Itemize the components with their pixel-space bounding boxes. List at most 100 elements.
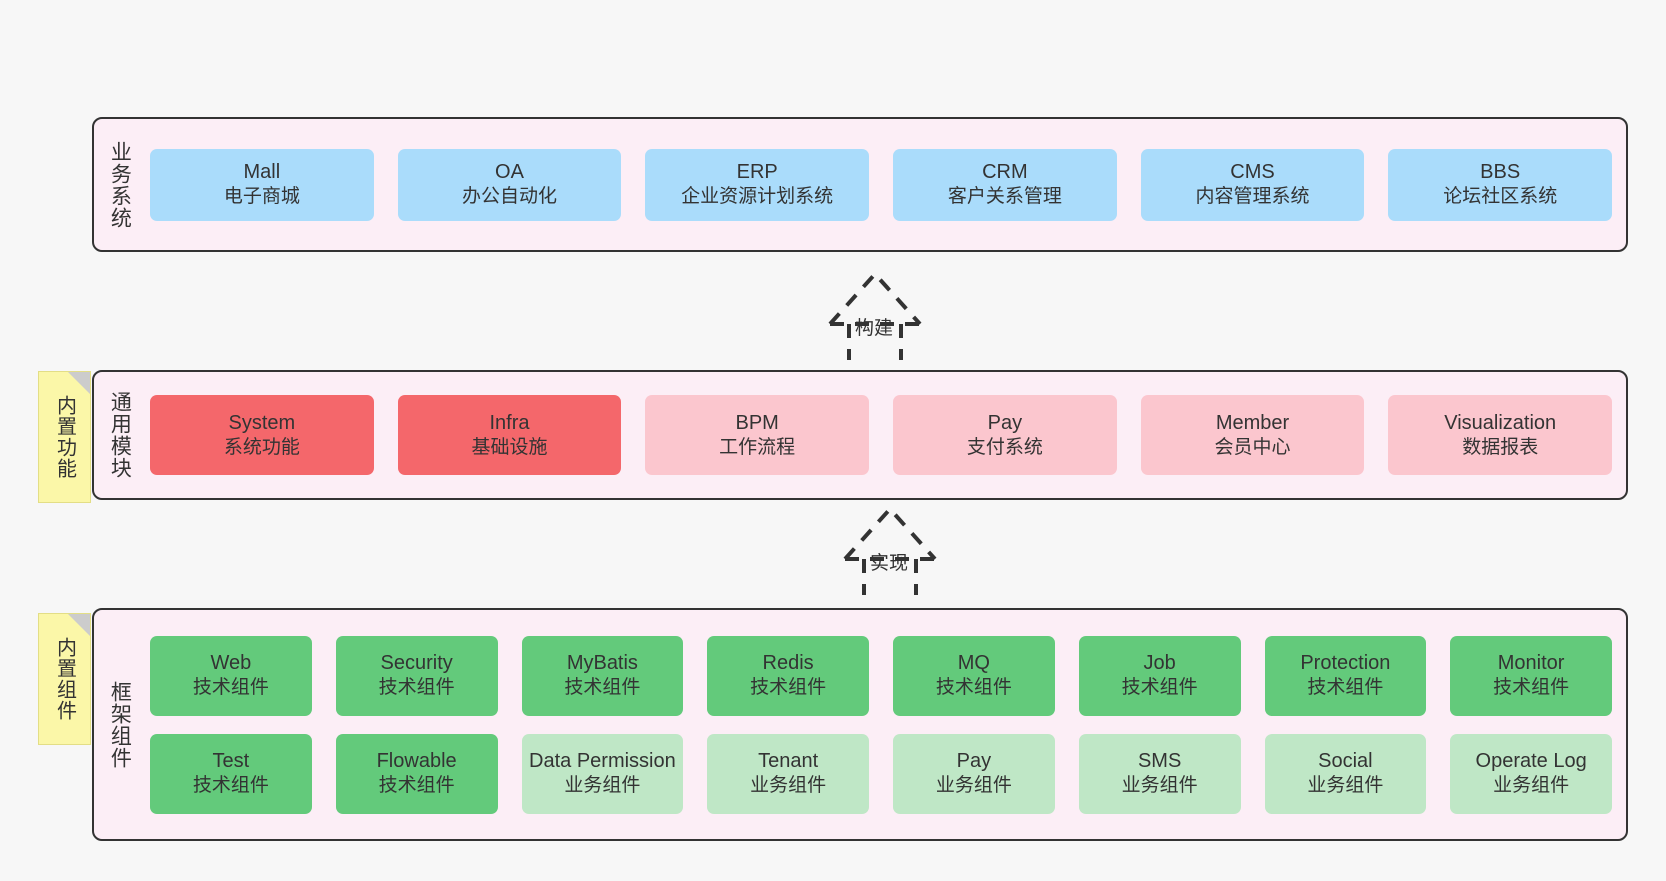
implement-arrowhead: [843, 506, 937, 561]
node-visualization[interactable]: Visualization 数据报表: [1388, 395, 1613, 475]
node-redis[interactable]: Redis 技术组件: [707, 635, 869, 716]
node-subtitle: 电子商城: [223, 186, 300, 208]
connector-build: 构建: [800, 268, 950, 360]
node-mybatis[interactable]: MyBatis 技术组件: [521, 635, 684, 716]
node-title: Pay: [987, 411, 1023, 434]
node-title: Data Permission: [529, 750, 676, 773]
layer-title-framework-component: 框架组件: [108, 680, 132, 769]
node-operate-log[interactable]: Operate Log 业务组件: [1450, 733, 1612, 814]
node-title: Job: [1143, 652, 1176, 675]
node-bpm[interactable]: BPM 工作流程: [645, 395, 870, 475]
node-subtitle: 办公自动化: [462, 186, 558, 208]
node-title: Monitor: [1497, 652, 1565, 675]
node-subtitle: 会员中心: [1214, 436, 1291, 458]
node-subtitle: 技术组件: [192, 775, 269, 797]
node-title: CRM: [982, 161, 1028, 184]
node-subtitle: 内容管理系统: [1195, 186, 1310, 208]
node-subtitle: 技术组件: [1493, 677, 1570, 699]
node-mq[interactable]: MQ 技术组件: [893, 635, 1055, 716]
node-subtitle: 业务组件: [935, 775, 1012, 797]
node-title: OA: [495, 161, 524, 184]
node-flowable[interactable]: Flowable 技术组件: [335, 733, 498, 814]
node-title: Tenant: [758, 750, 819, 773]
node-subtitle: 技术组件: [564, 677, 641, 699]
layer-title-common-module: 通用模块: [108, 391, 132, 479]
node-sms[interactable]: SMS 业务组件: [1078, 733, 1241, 814]
node-pay-component[interactable]: Pay 业务组件: [893, 733, 1055, 814]
node-title: BBS: [1480, 161, 1521, 184]
node-subtitle: 基础设施: [471, 436, 548, 458]
node-subtitle: 系统功能: [223, 436, 300, 458]
node-title: BPM: [735, 411, 779, 434]
note-fold-icon: [68, 372, 90, 394]
node-job[interactable]: Job 技术组件: [1078, 635, 1241, 716]
node-title: MyBatis: [566, 652, 638, 675]
node-title: Web: [210, 652, 252, 675]
node-system[interactable]: System 系统功能: [150, 395, 374, 475]
note-label: 内置功能: [53, 395, 76, 479]
node-title: Redis: [762, 652, 814, 675]
node-title: System: [228, 411, 296, 434]
node-row: Test 技术组件 Flowable 技术组件 Data Permission …: [150, 733, 1612, 814]
node-infra[interactable]: Infra 基础设施: [397, 395, 622, 475]
layer-title-business-system: 业务系统: [108, 140, 132, 229]
node-title: CMS: [1230, 161, 1275, 184]
note-fold-icon: [68, 614, 90, 636]
node-title: Protection: [1300, 652, 1391, 675]
node-test[interactable]: Test 技术组件: [150, 733, 312, 814]
node-subtitle: 业务组件: [1493, 775, 1570, 797]
node-subtitle: 技术组件: [378, 775, 455, 797]
node-title: Visualization: [1444, 411, 1557, 434]
node-erp[interactable]: ERP 企业资源计划系统: [645, 148, 870, 221]
node-security[interactable]: Security 技术组件: [335, 635, 498, 716]
node-subtitle: 技术组件: [935, 677, 1012, 699]
node-subtitle: 业务组件: [564, 775, 641, 797]
node-subtitle: 业务组件: [1307, 775, 1384, 797]
connector-implement: 实现: [815, 503, 965, 595]
node-subtitle: 技术组件: [1121, 677, 1198, 699]
node-title: Member: [1215, 411, 1290, 434]
node-subtitle: 技术组件: [750, 677, 827, 699]
node-title: MQ: [957, 652, 990, 675]
node-subtitle: 技术组件: [192, 677, 269, 699]
node-oa[interactable]: OA 办公自动化: [397, 148, 622, 221]
note-label: 内置组件: [53, 637, 76, 721]
note-builtin-function: 内置功能: [38, 371, 91, 503]
node-title: Infra: [489, 411, 530, 434]
node-monitor[interactable]: Monitor 技术组件: [1450, 635, 1612, 716]
node-subtitle: 技术组件: [1307, 677, 1384, 699]
node-tenant[interactable]: Tenant 业务组件: [707, 733, 869, 814]
node-title: Pay: [956, 750, 992, 773]
node-mall[interactable]: Mall 电子商城: [150, 148, 374, 221]
node-title: Mall: [243, 161, 281, 184]
node-cms[interactable]: CMS 内容管理系统: [1140, 148, 1365, 221]
node-subtitle: 数据报表: [1462, 436, 1539, 458]
layer-body-common-module: System 系统功能 Infra 基础设施 BPM 工作流程 Pay 支付系统…: [144, 372, 1626, 498]
node-title: Operate Log: [1475, 750, 1587, 773]
node-protection[interactable]: Protection 技术组件: [1264, 635, 1427, 716]
node-crm[interactable]: CRM 客户关系管理: [893, 148, 1117, 221]
node-subtitle: 业务组件: [750, 775, 827, 797]
node-member[interactable]: Member 会员中心: [1140, 395, 1365, 475]
node-row: System 系统功能 Infra 基础设施 BPM 工作流程 Pay 支付系统…: [150, 395, 1613, 475]
node-pay[interactable]: Pay 支付系统: [893, 395, 1117, 475]
node-subtitle: 技术组件: [378, 677, 455, 699]
node-data-permission[interactable]: Data Permission 业务组件: [521, 733, 684, 814]
connector-build-label: 构建: [855, 318, 894, 339]
layer-body-business-system: Mall 电子商城 OA 办公自动化 ERP 企业资源计划系统 CRM 客户关系…: [144, 119, 1626, 250]
node-title: SMS: [1137, 750, 1182, 773]
node-social[interactable]: Social 业务组件: [1264, 733, 1427, 814]
node-subtitle: 客户关系管理: [947, 186, 1062, 208]
node-subtitle: 支付系统: [966, 436, 1043, 458]
layer-framework-component: 框架组件 Web 技术组件 Security 技术组件 MyBatis 技术组件…: [92, 608, 1628, 841]
layer-business-system: 业务系统 Mall 电子商城 OA 办公自动化 ERP 企业资源计划系统 CRM…: [92, 117, 1628, 252]
node-subtitle: 工作流程: [719, 436, 796, 458]
node-row: Web 技术组件 Security 技术组件 MyBatis 技术组件 Redi…: [150, 635, 1612, 716]
node-bbs[interactable]: BBS 论坛社区系统: [1388, 148, 1613, 221]
layer-common-module: 通用模块 System 系统功能 Infra 基础设施 BPM 工作流程 Pay…: [92, 370, 1628, 500]
node-web[interactable]: Web 技术组件: [150, 635, 312, 716]
node-subtitle: 论坛社区系统: [1443, 186, 1558, 208]
build-arrowhead: [828, 271, 922, 326]
node-title: Security: [380, 652, 453, 675]
